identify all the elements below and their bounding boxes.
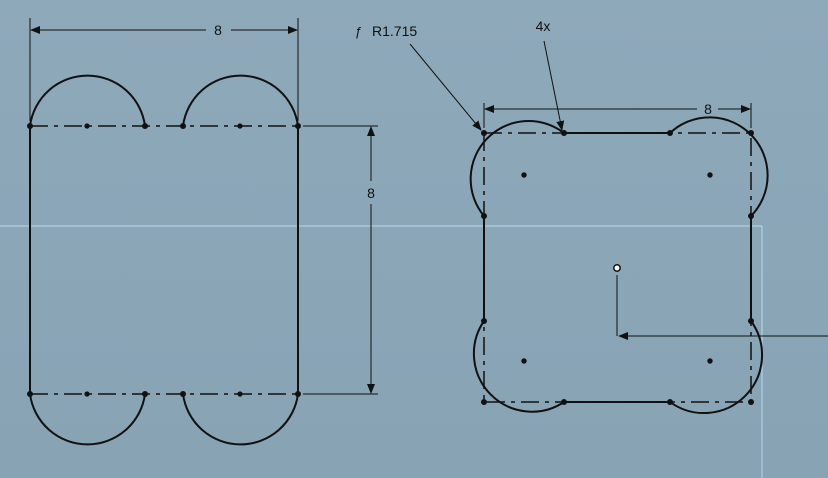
right-outline-bottom-arcs[interactable] [472, 320, 764, 415]
left-sketch-points [27, 123, 301, 397]
radius-leader [409, 43, 482, 131]
radius-label[interactable]: R1.715 [372, 23, 417, 39]
left-outline[interactable] [29, 74, 299, 446]
radius-icon: ƒ [355, 24, 362, 39]
right-construction-square[interactable] [483, 132, 752, 403]
left-right-dimension-value[interactable]: 8 [367, 185, 375, 201]
right-sketch-points [481, 130, 754, 405]
right-outline-straight-edges[interactable] [483, 132, 752, 403]
origin-point[interactable] [613, 264, 621, 272]
count-label[interactable]: 4x [536, 18, 551, 34]
right-sketch[interactable]: 8 ƒ R1.715 4x [355, 18, 828, 415]
left-top-dimension-value[interactable]: 8 [214, 22, 222, 38]
count-leader [543, 40, 565, 131]
left-sketch[interactable]: 8 8 [27, 18, 378, 446]
right-top-dimension-value[interactable]: 8 [704, 101, 712, 117]
